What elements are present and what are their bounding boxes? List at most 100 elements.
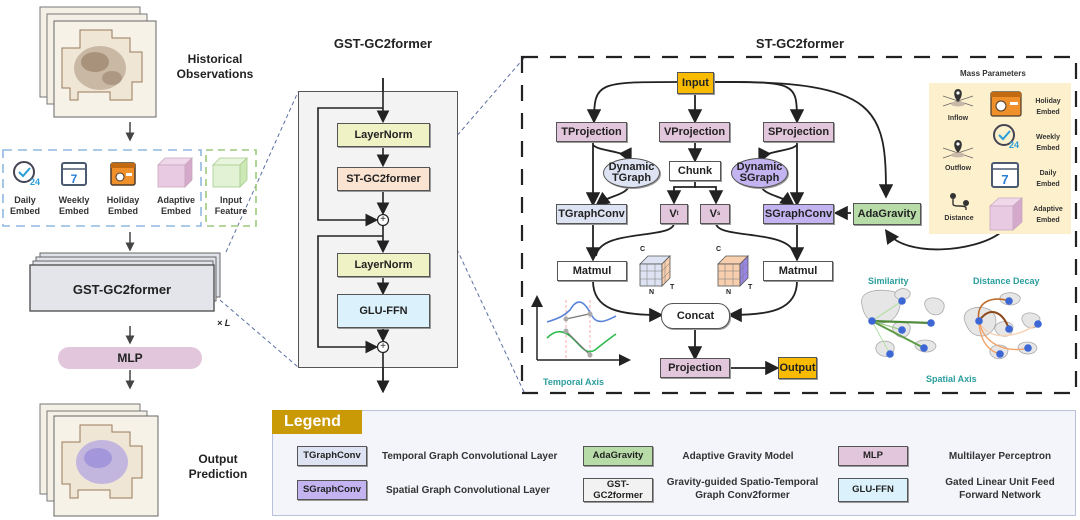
mass-daily-label: Daily Embed (1036, 170, 1060, 188)
gst-stack-label: GST-GC2former (72, 282, 172, 297)
historical-observations-label: Historical Observations (176, 52, 254, 81)
cube-left-t-label: T (670, 284, 675, 291)
adaptive-embed-label: Adaptive Embed (156, 195, 195, 216)
add-symbol-2: + (380, 341, 386, 352)
layernorm-block-1: LayerNorm (337, 123, 430, 147)
outflow-label: Outflow (944, 165, 972, 172)
outflow-pin-icon (942, 140, 974, 159)
svg-text:24: 24 (30, 177, 40, 187)
legend-desc-sgraphconv: Spatial Graph Convolutional Layer (386, 485, 550, 496)
st-gc2former-block: ST-GC2former (337, 167, 430, 191)
holiday-embed-label: Holiday Embed (106, 195, 140, 216)
tprojection-node: TProjection (556, 122, 627, 142)
zoom-line-bottom (219, 299, 299, 368)
right-title: ST-GC2former (755, 36, 845, 51)
sprojection-node: SProjection (763, 122, 834, 142)
mass-adaptive-label: Adaptive Embed (1033, 206, 1063, 224)
arrow-tproj-dyn (592, 144, 632, 164)
arrow-mass-ada (884, 229, 1001, 251)
weekly-embed-label: Weekly Embed (58, 195, 90, 216)
inflow-label: Inflow (947, 115, 969, 122)
temporal-axis-plot (531, 295, 631, 366)
output-map-stack (39, 403, 159, 517)
sgraphconv-node: SGraphConv (763, 204, 834, 224)
legend-key-adagravity: AdaGravity (583, 446, 653, 466)
mass-weekly-label: Weekly Embed (1036, 134, 1060, 152)
legend-desc-glu-ffn: Gated Linear Unit Feed Forward Network (945, 477, 1055, 501)
cube-left-c-label: C (640, 246, 646, 253)
clock-24-icon: 24 (993, 124, 1019, 150)
layernorm-block-2: LayerNorm (337, 253, 430, 277)
dynamic-sgraph-node: Dynamic SGraph (731, 158, 788, 188)
input-feature-label: Input Feature (214, 195, 248, 216)
matmul-left-node: Matmul (557, 261, 627, 281)
middle-title: GST-GC2former (333, 36, 433, 51)
vs-label: V (709, 208, 717, 220)
similarity-graph (861, 288, 945, 358)
tensor-cube-right (717, 255, 749, 287)
arrow-sproj-dyn (758, 144, 798, 164)
historical-map-stack (39, 6, 157, 118)
legend-key-gst-gc2former: GST-GC2former (583, 478, 653, 502)
glu-ffn-block: GLU-FFN (337, 294, 430, 328)
arrow-chunk-vt (666, 181, 696, 205)
daily-embed-label: Daily Embed (9, 195, 40, 216)
add-node-2 (376, 340, 390, 354)
distance-decay-graph (963, 292, 1042, 360)
st-gc2former-frame (520, 55, 1078, 395)
arrow-input-adagravity (713, 81, 894, 199)
distance-decay-label: Distance Decay (973, 276, 1040, 286)
holiday-calendar-icon (990, 91, 1022, 117)
tensor-cube-left (639, 255, 671, 287)
cube-left-n-label: N (649, 289, 655, 296)
vs-subscript: s (717, 211, 721, 217)
mass-parameters-title: Mass Parameters (960, 69, 1026, 78)
pink-cube-icon (988, 197, 1024, 231)
arrow-chunk-vs (695, 186, 724, 205)
cube-right-c-label: C (716, 246, 722, 253)
repeat-label: × L (217, 318, 231, 328)
vprojection-node: VProjection (659, 122, 730, 142)
legend-desc-tgraphconv: Temporal Graph Convolutional Layer (382, 451, 558, 462)
legend-key-mlp: MLP (838, 446, 908, 466)
matmul-right-node: Matmul (763, 261, 833, 281)
gst-stack-layers (29, 252, 221, 312)
mlp-block: MLP (58, 347, 202, 369)
inflow-pin-icon (942, 89, 974, 107)
svg-text:7: 7 (71, 172, 78, 186)
svg-text:24: 24 (1009, 140, 1019, 150)
projection-node: Projection (660, 358, 730, 378)
calendar-7-icon: 7 (991, 162, 1019, 188)
legend-desc-gst-gc2former: Gravity-guided Spatio-Temporal Graph Con… (666, 477, 819, 501)
mass-holiday-label: Holiday Embed (1035, 98, 1061, 116)
vt-label: V (669, 208, 677, 220)
arrow-matmul-concat-right (727, 280, 798, 323)
arrow-vs-matmul (715, 222, 796, 257)
add-node-1 (376, 213, 390, 227)
similarity-label: Similarity (868, 276, 909, 286)
legend-desc-adagravity: Adaptive Gravity Model (682, 451, 794, 462)
arrow-matmul-concat-left (592, 280, 664, 323)
embed-group-frame (2, 149, 202, 227)
input-node: Input (677, 72, 714, 94)
legend-key-glu-ffn: GLU-FFN (838, 478, 908, 502)
output-node: Output (778, 357, 817, 379)
temporal-axis-label: Temporal Axis (543, 377, 605, 387)
output-prediction-label: Output Prediction (188, 452, 248, 481)
legend-key-tgraphconv: TGraphConv (297, 446, 367, 466)
svg-text:7: 7 (1001, 172, 1008, 187)
legend-desc-mlp: Multilayer Perceptron (948, 451, 1052, 462)
legend-panel (272, 410, 1076, 516)
arrow-vt-matmul (595, 222, 675, 257)
tgraphconv-node: TGraphConv (556, 204, 627, 224)
input-feature-frame (205, 149, 257, 227)
legend-key-sgraphconv: SGraphConv (297, 480, 367, 500)
cube-right-n-label: N (726, 289, 732, 296)
legend-header: Legend (272, 410, 362, 434)
dynamic-tgraph-node: Dynamic TGraph (603, 158, 660, 188)
